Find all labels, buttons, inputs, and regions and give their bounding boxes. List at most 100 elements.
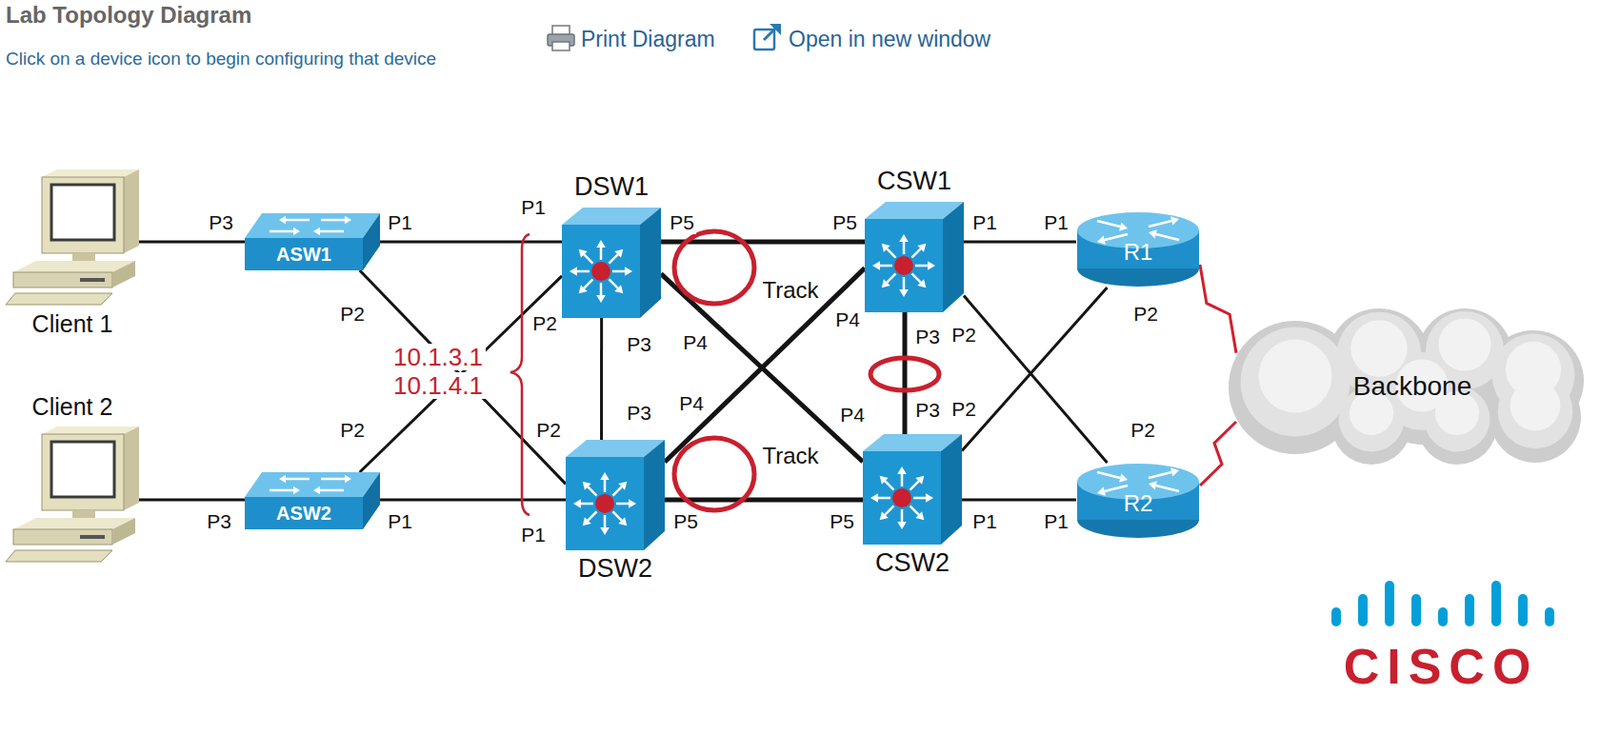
device-name: CSW1 — [877, 166, 952, 197]
monitor-neck — [72, 510, 96, 519]
port-label: P3 — [204, 510, 234, 534]
label-holder: P1 — [1041, 211, 1071, 235]
port-label: P5 — [827, 510, 857, 534]
port-label: P2 — [530, 312, 560, 336]
cube-front — [561, 224, 640, 319]
multilayer-switch-icon — [561, 207, 661, 319]
node-label-holder: ASW1 — [244, 238, 363, 271]
arrow-glyph-shaft — [915, 264, 928, 268]
label-holder: P4 — [677, 392, 706, 416]
network-link — [963, 240, 1077, 243]
label-holder: P3 — [624, 401, 654, 425]
track-ellipse — [674, 438, 755, 511]
port-label: P2 — [949, 398, 979, 421]
port-label: P2 — [949, 323, 979, 347]
cloud-puff — [1510, 380, 1561, 432]
arrow-glyph-head — [899, 234, 909, 242]
arrow-glyph-head — [624, 266, 633, 277]
arrow-glyph-shaft — [608, 254, 618, 263]
open-window-icon — [754, 23, 781, 50]
device-name: Client 1 — [32, 310, 114, 339]
arrow-glyph-shaft — [269, 230, 294, 234]
port-label: P1 — [1041, 510, 1071, 534]
node-label-holder: CSW2 — [796, 548, 1029, 579]
arrow-glyph-shaft — [886, 273, 896, 282]
label-holder: P1 — [519, 196, 548, 220]
logo-bar — [1491, 580, 1501, 627]
toolbar-link: Print Diagram — [580, 26, 716, 52]
route-dot — [894, 256, 914, 276]
client-pc-icon — [5, 426, 140, 564]
arrow-glyph-head — [915, 476, 924, 485]
device-name: Client 2 — [32, 393, 114, 421]
curly-brace — [510, 234, 530, 516]
network-link — [961, 499, 1077, 502]
device-name: DSW1 — [574, 172, 649, 202]
multilayer-switch: CSW2 — [862, 434, 962, 545]
logo-wordmark: CISCO — [1343, 641, 1540, 692]
arrow-glyph-head — [880, 511, 889, 520]
cloud-puff — [1240, 327, 1351, 438]
arrow-glyph-head — [579, 249, 588, 259]
switch-side — [362, 213, 380, 271]
port-label: P1 — [519, 196, 548, 220]
serial-link — [1200, 264, 1237, 354]
device-name: ASW1 — [276, 243, 332, 266]
window-arrow-head — [769, 23, 781, 36]
label-holder: P1 — [970, 510, 1000, 534]
arrow-glyph-head — [1097, 235, 1106, 244]
port-label: P3 — [913, 399, 942, 422]
arrow-glyph-shaft — [1104, 234, 1128, 240]
label-holder: P2 — [338, 419, 367, 442]
arrow-glyph-shaft — [878, 497, 891, 500]
monitor-top — [41, 169, 140, 178]
arrow-glyph-shaft — [612, 511, 621, 520]
arrow-glyph-head — [573, 499, 581, 509]
arrow-glyph-shaft — [616, 502, 629, 506]
node-label-holder: R1 — [1076, 232, 1200, 273]
label-holder: P3 — [913, 399, 942, 422]
arrow-glyph-head — [1097, 486, 1106, 496]
arrow-glyph-head — [870, 493, 879, 503]
device-name: R1 — [1123, 239, 1154, 266]
base-side — [112, 518, 136, 545]
cube-front — [862, 451, 941, 545]
label-holder: P2 — [1128, 419, 1158, 442]
monitor-screen — [51, 184, 115, 240]
device-name: ASW2 — [276, 502, 332, 525]
label-holder: P2 — [534, 419, 563, 442]
logo-bar — [1464, 594, 1475, 627]
arrow-glyph-head — [596, 240, 606, 248]
device-name: DSW2 — [578, 554, 653, 584]
device-name: R2 — [1123, 490, 1154, 518]
node-label-holder: DSW2 — [499, 554, 732, 584]
port-label: P4 — [838, 403, 867, 427]
cloud-puff — [1259, 340, 1333, 414]
arrow-glyph-head — [899, 289, 909, 298]
label-holder: P3 — [206, 211, 236, 235]
arrow-glyph-head — [618, 517, 627, 526]
arrow-glyph-head — [596, 295, 606, 303]
multilayer-switch-icon — [565, 440, 665, 551]
arrow-glyph-head — [600, 527, 610, 536]
client-pc-icon — [5, 169, 140, 307]
arrow-glyph-head — [618, 481, 627, 491]
cube-side — [643, 440, 665, 551]
monitor-neck — [72, 253, 96, 261]
switch-front — [244, 238, 363, 271]
arrow-glyph-head — [1119, 473, 1128, 482]
node-label-holder: Client 2 — [0, 393, 206, 421]
multilayer-switch: DSW2 — [565, 440, 665, 551]
arrow-glyph-shaft — [909, 505, 919, 515]
arrow-glyph-shaft — [1097, 472, 1120, 479]
drive-slot — [80, 278, 105, 282]
port-label: P5 — [671, 510, 700, 534]
arrow-glyph-shaft — [320, 230, 344, 234]
arrow-glyph-shaft — [285, 478, 310, 481]
arrow-glyph-head — [628, 499, 637, 509]
network-link — [600, 318, 603, 440]
arrow-glyph-shaft — [580, 502, 594, 506]
label-holder: P3 — [204, 510, 234, 534]
